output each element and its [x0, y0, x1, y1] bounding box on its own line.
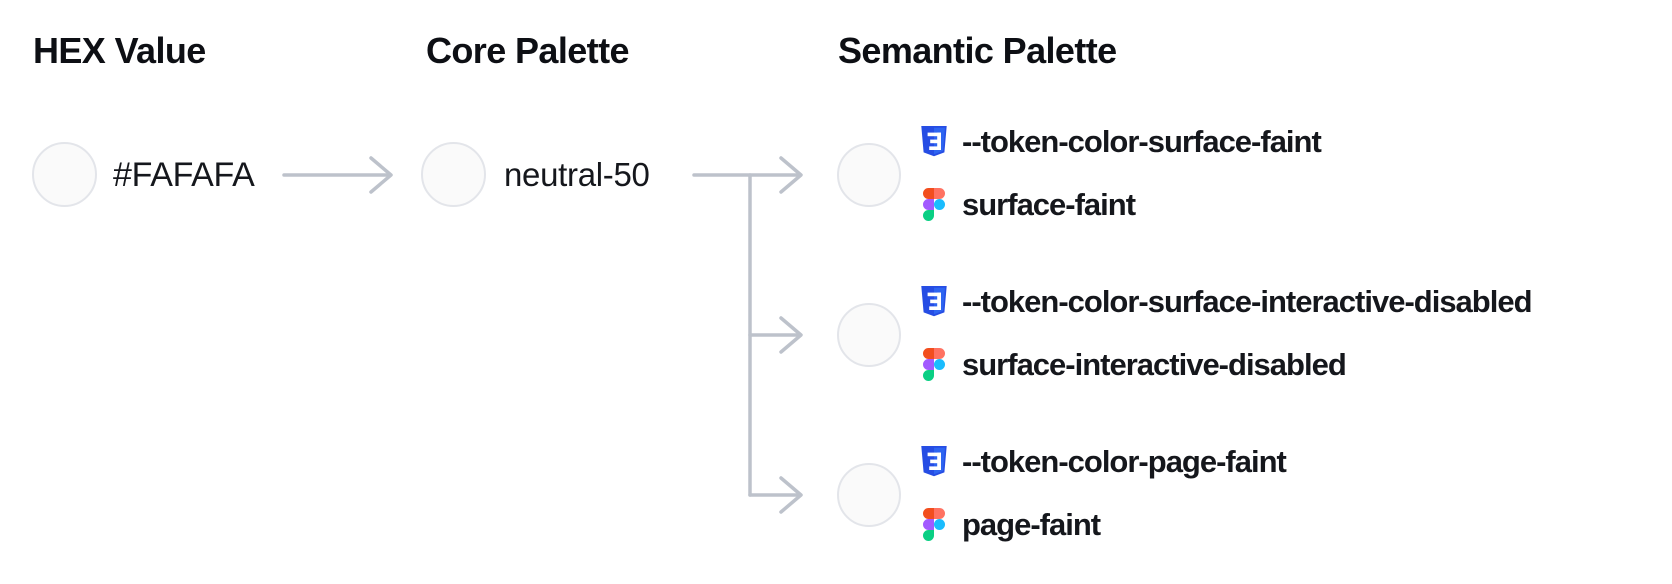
right-arrow-head — [779, 476, 803, 514]
figma-logo-icon — [923, 508, 945, 541]
css-variable-label: --token-color-surface-faint — [962, 124, 1322, 159]
figma-style-label: page-faint — [962, 507, 1101, 542]
right-arrow-head — [779, 156, 803, 194]
core-token-label: neutral-50 — [504, 156, 650, 193]
semantic-palette-column-header: Semantic Palette — [838, 30, 1117, 71]
css3-badge-icon — [921, 446, 947, 477]
right-arrow-head — [369, 156, 393, 194]
semantic-color-swatch — [837, 143, 901, 207]
semantic-color-swatch — [837, 463, 901, 527]
right-arrow-head — [779, 316, 803, 354]
css3-badge-icon — [921, 286, 947, 317]
figma-logo-icon — [923, 348, 945, 381]
css3-badge-icon — [921, 126, 947, 157]
core-palette-column-header: Core Palette — [426, 30, 629, 71]
hex-value-label: #FAFAFA — [113, 156, 255, 194]
hex-color-swatch — [32, 142, 97, 207]
core-color-swatch — [421, 142, 486, 207]
figma-style-label: surface-interactive-disabled — [962, 347, 1347, 382]
css-variable-label: --token-color-surface-interactive-disabl… — [962, 284, 1533, 319]
css-variable-label: --token-color-page-faint — [962, 444, 1287, 479]
figma-style-label: surface-faint — [962, 187, 1136, 222]
semantic-color-swatch — [837, 303, 901, 367]
hex-value-column-header: HEX Value — [33, 30, 206, 71]
figma-logo-icon — [923, 188, 945, 221]
